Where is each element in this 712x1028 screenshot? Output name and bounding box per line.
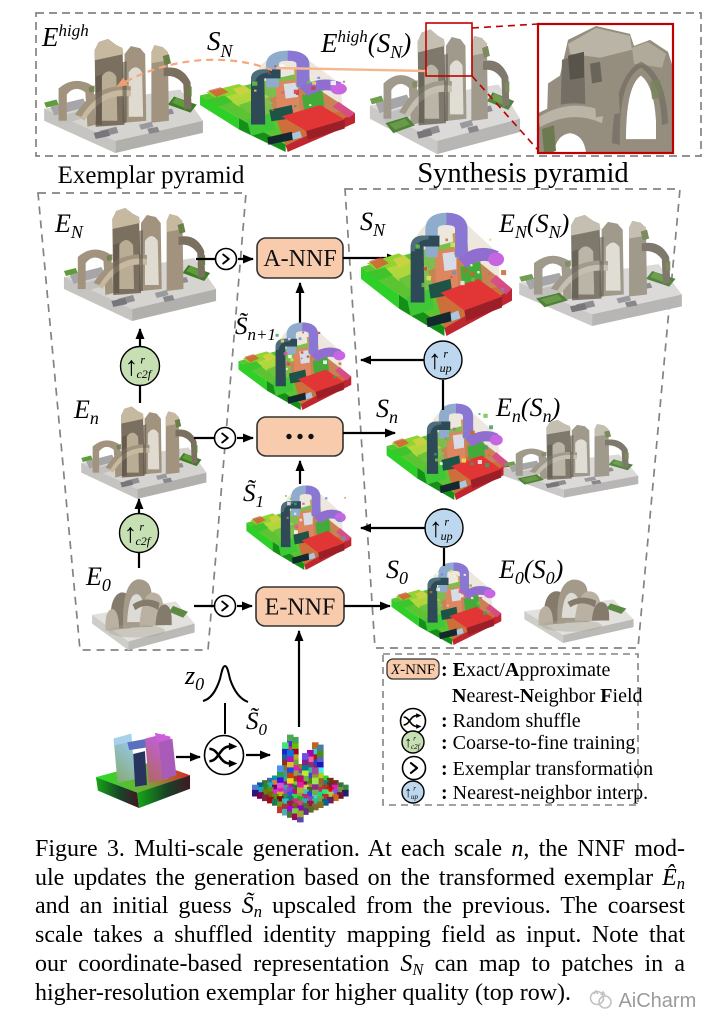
svg-text:: Nearest-neighbor interp.: : Nearest-neighbor interp. [441, 782, 648, 804]
svg-text:: Exemplar transformation: : Exemplar transformation [441, 758, 653, 780]
svg-text:↑: ↑ [428, 345, 442, 375]
svg-text:up: up [440, 361, 452, 375]
svg-text:: Coarse-to-fine training: : Coarse-to-fine training [441, 732, 635, 754]
svg-text:Exemplar pyramid: Exemplar pyramid [58, 162, 245, 189]
svg-text:: Exact/Approximate: : Exact/Approximate [441, 659, 611, 681]
svg-text:: Random shuffle: : Random shuffle [441, 710, 581, 732]
svg-text:↑: ↑ [125, 351, 139, 381]
svg-text:r: r [140, 353, 145, 367]
svg-text:X-NNF: X-NNF [390, 662, 435, 678]
svg-text:↑: ↑ [404, 785, 412, 801]
svg-text:c2f: c2f [411, 743, 421, 751]
svg-text:c2f: c2f [136, 367, 152, 381]
svg-text:E-NNF: E-NNF [265, 595, 336, 621]
svg-text:En(Sn): En(Sn) [495, 393, 560, 426]
svg-text:EN: EN [54, 209, 84, 242]
svg-text:A-NNF: A-NNF [263, 246, 336, 272]
svg-text:r: r [139, 520, 144, 534]
svg-text:Synthesis pyramid: Synthesis pyramid [417, 158, 628, 189]
svg-text:↑: ↑ [124, 518, 138, 548]
svg-text:r: r [443, 347, 448, 361]
svg-text:up: up [441, 529, 453, 543]
svg-text:EN(SN): EN(SN) [498, 209, 569, 242]
svg-text:r: r [413, 735, 416, 743]
svg-text:r: r [444, 515, 449, 529]
svg-text:c2f: c2f [135, 534, 151, 548]
svg-text:↑: ↑ [429, 513, 443, 543]
svg-text:r: r [413, 785, 416, 793]
svg-text:↑: ↑ [404, 735, 412, 751]
svg-text:up: up [411, 793, 419, 801]
svg-text:Nearest-Neighbor Field: Nearest-Neighbor Field [452, 685, 643, 707]
